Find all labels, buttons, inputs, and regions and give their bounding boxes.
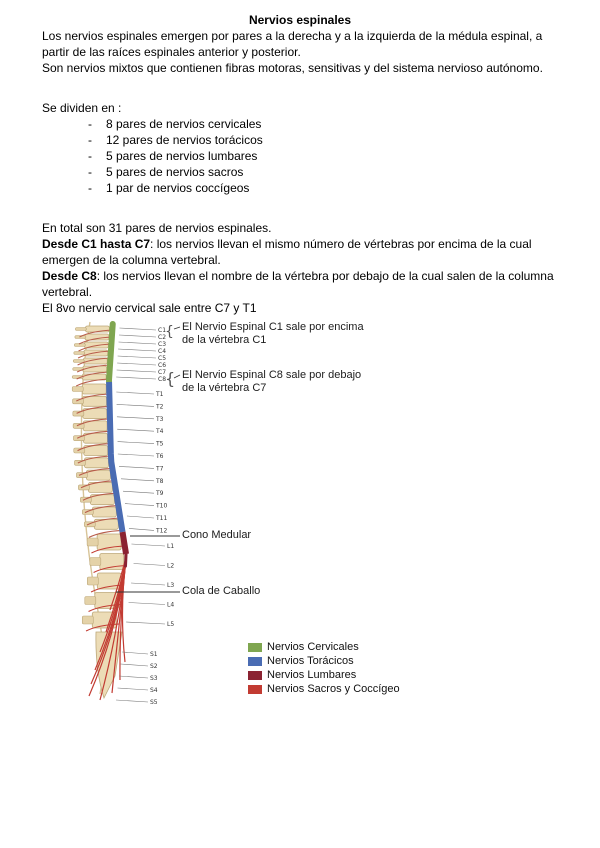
paragraph-se-dividen: Se dividen en : (42, 101, 122, 115)
legend-item: Nervios Torácicos (248, 656, 400, 667)
svg-text:S3: S3 (150, 675, 158, 682)
paragraph-desde-c8: Desde C8: los nervios llevan el nombre d… (42, 268, 558, 300)
list-item: 12 pares de nervios torácicos (88, 132, 558, 148)
svg-text:T4: T4 (155, 428, 164, 435)
legend-label: Nervios Lumbares (267, 669, 357, 681)
paragraph-intro: Los nervios espinales emergen por pares … (42, 29, 543, 59)
svg-text:C5: C5 (158, 355, 166, 362)
svg-text:L2: L2 (167, 563, 174, 570)
svg-text:S2: S2 (150, 663, 158, 670)
svg-text:T2: T2 (155, 403, 164, 410)
svg-text:T9: T9 (155, 490, 164, 497)
svg-text:C8: C8 (158, 376, 166, 383)
svg-text:{: { (165, 324, 174, 340)
legend-item: Nervios Cervicales (248, 642, 400, 653)
svg-text:T11: T11 (155, 515, 167, 522)
desde-c1c7-text: : los nervios llevan el mismo número de … (42, 237, 532, 267)
legend-item: Nervios Sacros y Coccígeo (248, 684, 400, 695)
svg-text:S5: S5 (150, 699, 158, 706)
list-item: 5 pares de nervios sacros (88, 164, 558, 180)
svg-text:S4: S4 (150, 687, 158, 694)
svg-text:C7: C7 (158, 369, 166, 376)
svg-text:T5: T5 (155, 441, 164, 448)
svg-text:T6: T6 (155, 453, 164, 460)
spine-illustration-svg: C1C2C3C4C5C6C7C8T1T2T3T4T5T6T7T8T9T10T11… (71, 321, 181, 706)
paragraph-mixtos: Son nervios mixtos que contienen fibras … (42, 61, 543, 75)
legend-color-swatch (248, 685, 262, 694)
legend-label: Nervios Sacros y Coccígeo (267, 683, 400, 695)
svg-text:C2: C2 (158, 334, 166, 341)
paragraph-desde-c1c7: Desde C1 hasta C7: los nervios llevan el… (42, 236, 558, 268)
list-item: 8 pares de nervios cervicales (88, 116, 558, 132)
annotation-cola-caballo: Cola de Caballo (182, 585, 261, 597)
svg-text:T8: T8 (155, 478, 164, 485)
svg-text:L3: L3 (167, 582, 174, 589)
svg-text:C4: C4 (158, 348, 166, 355)
legend-color-swatch (248, 671, 262, 680)
paragraph-total: En total son 31 pares de nervios espinal… (42, 221, 272, 235)
svg-text:C1: C1 (158, 327, 166, 334)
page-title: Nervios espinales (248, 13, 352, 27)
svg-text:L4: L4 (167, 602, 174, 609)
svg-text:T10: T10 (155, 503, 167, 510)
legend-label: Nervios Cervicales (267, 641, 359, 653)
svg-text:S1: S1 (150, 651, 158, 658)
annotation-cono-medular: Cono Medular (182, 529, 252, 541)
desde-c1c7-label: Desde C1 hasta C7 (42, 237, 151, 251)
spacer (42, 76, 558, 100)
annotation-c8: El Nervio Espinal C8 sale por debajo de … (182, 369, 362, 394)
legend-item: Nervios Lumbares (248, 670, 400, 681)
legend-color-swatch (248, 657, 262, 666)
svg-text:T12: T12 (155, 527, 167, 534)
svg-text:C6: C6 (158, 362, 166, 369)
legend-label: Nervios Torácicos (267, 655, 354, 667)
annotation-c1: El Nervio Espinal C1 sale por encima de … (182, 321, 364, 346)
nerve-pairs-list: 8 pares de nervios cervicales12 pares de… (42, 116, 558, 196)
desde-c8-text: : los nervios llevan el nombre de la vér… (42, 269, 554, 299)
svg-text:T1: T1 (155, 391, 164, 398)
list-item: 1 par de nervios coccígeos (88, 180, 558, 196)
svg-text:L5: L5 (167, 621, 174, 628)
paragraph-c8-note: El 8vo nervio cervical sale entre C7 y T… (42, 301, 257, 315)
svg-text:C3: C3 (158, 341, 166, 348)
list-item: 5 pares de nervios lumbares (88, 148, 558, 164)
svg-text:T7: T7 (155, 465, 164, 472)
spacer (42, 196, 558, 220)
svg-text:T3: T3 (155, 416, 164, 423)
svg-text:{: { (165, 369, 175, 388)
desde-c8-label: Desde C8 (42, 269, 97, 283)
svg-text:L1: L1 (167, 543, 174, 550)
legend-color-swatch (248, 643, 262, 652)
document-content: Nervios espinales Los nervios espinales … (0, 0, 600, 732)
